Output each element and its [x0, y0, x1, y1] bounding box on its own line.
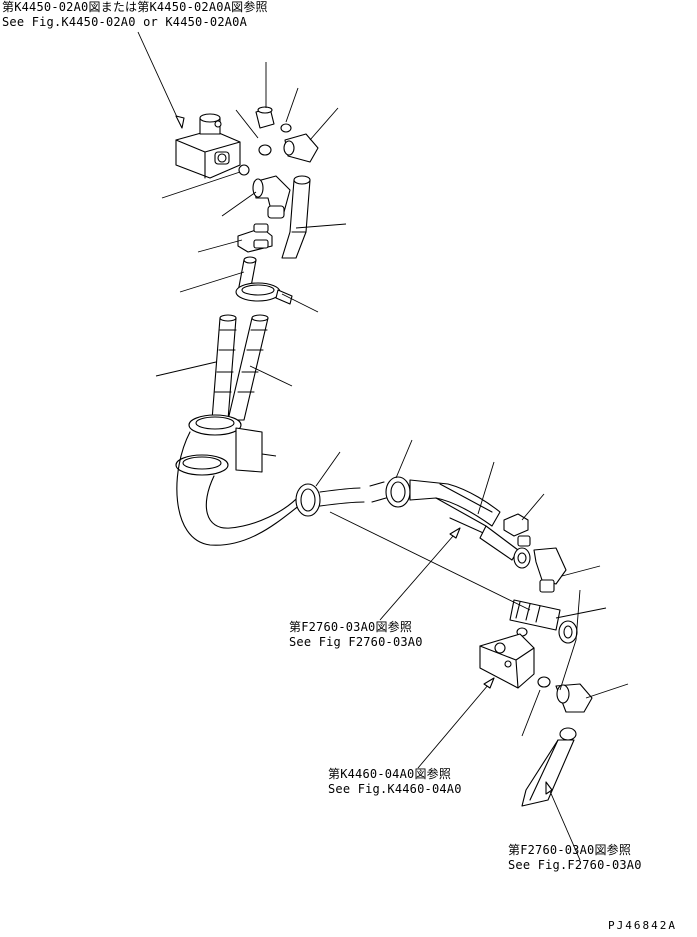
reference-note-k4460-en: See Fig.K4460-04A0: [328, 782, 462, 796]
lower-elbow-and-pipe: [521, 683, 593, 807]
reference-arrows: [137, 31, 581, 861]
reference-note-f2760-upper: 第F2760-03A0図参照 See Fig F2760-03A0: [289, 620, 423, 650]
lower-valve-block: [479, 633, 551, 689]
reference-note-k4450: 第K4450-02A0図または第K4450-02A0A図参照 See Fig.K…: [2, 0, 268, 30]
right-fittings: [503, 513, 578, 644]
reference-lines: [329, 511, 581, 691]
reference-note-f2760-lower-jp: 第F2760-03A0図参照: [508, 843, 632, 857]
reference-note-f2760-upper-en: See Fig F2760-03A0: [289, 635, 423, 649]
reference-note-f2760-lower-en: See Fig.F2760-03A0: [508, 858, 642, 872]
leader-lines: [155, 62, 629, 737]
upper-valve-block: [175, 113, 241, 179]
reference-note-k4450-jp: 第K4450-02A0図または第K4450-02A0A図参照: [2, 0, 268, 14]
upper-short-hose: [281, 175, 311, 259]
reference-note-f2760-lower: 第F2760-03A0図参照 See Fig.F2760-03A0: [508, 843, 642, 873]
drawing-id: PJ46842A: [608, 919, 677, 932]
middle-hose-segment: [369, 476, 531, 569]
reference-note-k4460: 第K4460-04A0図参照 See Fig.K4460-04A0: [328, 767, 462, 797]
twin-hoses: [211, 314, 269, 421]
long-hose-bend: [176, 431, 365, 546]
reference-note-k4450-en: See Fig.K4450-02A0 or K4450-02A0A: [2, 15, 248, 29]
reference-note-f2760-upper-jp: 第F2760-03A0図参照: [289, 620, 413, 634]
upper-small-fittings: [238, 106, 319, 176]
top-clamp: [235, 282, 293, 305]
upper-elbow-fitting: [252, 175, 291, 219]
reference-note-k4460-jp: 第K4460-04A0図参照: [328, 767, 452, 781]
clip-plate: [237, 223, 273, 253]
lower-clamps: [175, 414, 263, 476]
